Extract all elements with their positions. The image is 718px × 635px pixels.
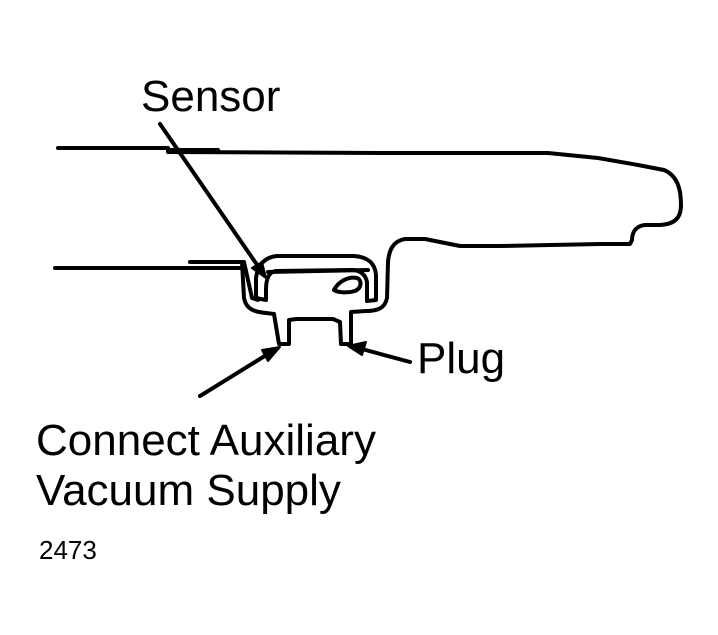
connect-label-line-1: Connect Auxiliary [36,416,376,465]
housing-outline [166,150,683,346]
plug-leader-line [360,347,412,364]
sensor-body [254,254,378,303]
plug-arrowhead [347,341,367,356]
connect-auxiliary-vacuum-label: Connect Auxiliary Vacuum Supply [36,416,376,516]
sensor-label: Sensor [141,72,281,121]
connect-leader-line [198,352,270,398]
sensor-cross-bar [266,268,370,274]
sensor-boss [240,260,353,346]
sensor-stub [242,260,260,302]
figure-number: 2473 [39,535,97,565]
sensor-leader-line [158,122,264,274]
sensor-eye [332,275,363,295]
connect-label-line-2: Vacuum Supply [36,466,341,515]
sensor-arrowhead [251,261,267,279]
lower-reference-line [53,260,244,270]
connect-arrowhead [261,346,281,362]
upper-reference-line [56,146,220,152]
plug-label: Plug [417,334,506,383]
